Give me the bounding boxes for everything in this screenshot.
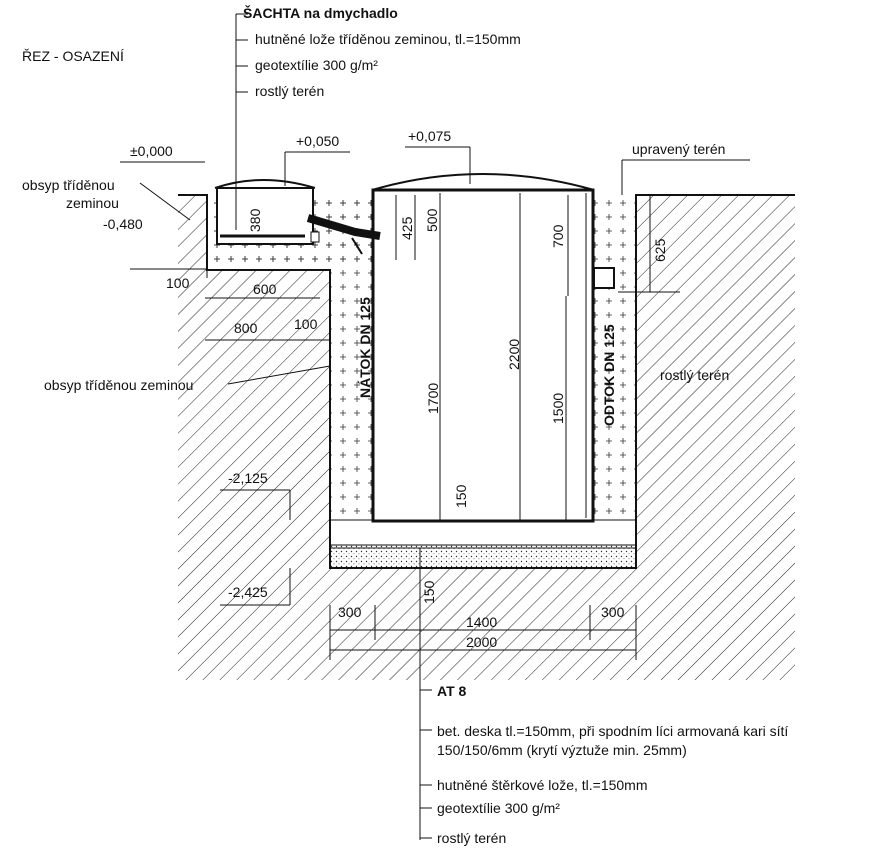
slab-label-line2: 150/150/6mm (krytí výztuže min. 25mm): [437, 742, 687, 758]
backfill-label-top: obsyp tříděnou zeminou: [22, 177, 119, 211]
dim-300-left: 300: [338, 604, 362, 620]
air-pipe: [306, 214, 381, 240]
blower-shaft: [214, 179, 320, 245]
inlet-label: NÁTOK DN 125: [357, 297, 373, 398]
dim-300-right: 300: [601, 604, 625, 620]
native-ground-label: rostlý terén: [660, 367, 729, 383]
backfill-label-side: obsyp tříděnou zeminou: [44, 377, 193, 393]
dim-2200: 2200: [506, 339, 522, 370]
shaft-label: ŠACHTA na dmychadlo: [243, 4, 398, 21]
dim-1500: 1500: [550, 393, 566, 424]
level-slab-bottom: -2,425: [228, 584, 268, 600]
tank-body: [371, 173, 595, 523]
outlet-pipe: [593, 267, 615, 289]
dim-100-right: 100: [294, 316, 318, 332]
slab-label-line1: bet. deska tl.=150mm, při spodním líci a…: [437, 723, 788, 739]
dim-425: 425: [399, 216, 415, 240]
ground-label-bottom: rostlý terén: [437, 830, 506, 846]
bed-label: hutněné lože tříděnou zeminou, tl.=150mm: [255, 31, 521, 47]
dim-100-left: 100: [166, 275, 190, 291]
drawing-title: ŘEZ - OSAZENÍ: [22, 48, 124, 64]
level-shaft-top: +0,050: [296, 133, 339, 149]
geotextile-label-bottom: geotextílie 300 g/m²: [437, 800, 560, 816]
ground-label-top: rostlý terén: [255, 83, 324, 99]
dim-2000: 2000: [466, 634, 497, 650]
level-tank-bottom: -2,125: [228, 470, 268, 486]
dimension-lines: [130, 195, 680, 660]
geotextile-label: geotextílie 300 g/m²: [255, 57, 378, 73]
concrete-slab: [329, 519, 637, 549]
dim-600: 600: [253, 281, 277, 297]
gravel-bed: [329, 544, 637, 569]
dim-625: 625: [652, 238, 668, 262]
leader-lines: [139, 13, 432, 840]
excavation-outline: [178, 194, 795, 569]
dim-shaft-380: 380: [247, 208, 263, 232]
level-shaft-bottom: -0,480: [103, 216, 143, 232]
native-ground-hatch: [178, 195, 795, 684]
adjusted-terrain-label: upravený terén: [632, 141, 725, 157]
dim-500: 500: [424, 208, 440, 232]
dim-700: 700: [550, 224, 566, 248]
dim-150-slab: 150: [421, 580, 437, 604]
gravel-label: hutněné štěrkové lože, tl.=150mm: [437, 777, 648, 793]
dim-1700: 1700: [425, 383, 441, 414]
outlet-label: ODTOK DN 125: [601, 324, 617, 426]
level-zero: ±0,000: [130, 143, 173, 159]
dim-150-inner: 150: [453, 484, 469, 508]
tank-model-label: AT 8: [437, 683, 467, 699]
dim-1400: 1400: [466, 614, 497, 630]
level-tank-top: +0,075: [408, 128, 451, 144]
dim-800: 800: [234, 320, 258, 336]
